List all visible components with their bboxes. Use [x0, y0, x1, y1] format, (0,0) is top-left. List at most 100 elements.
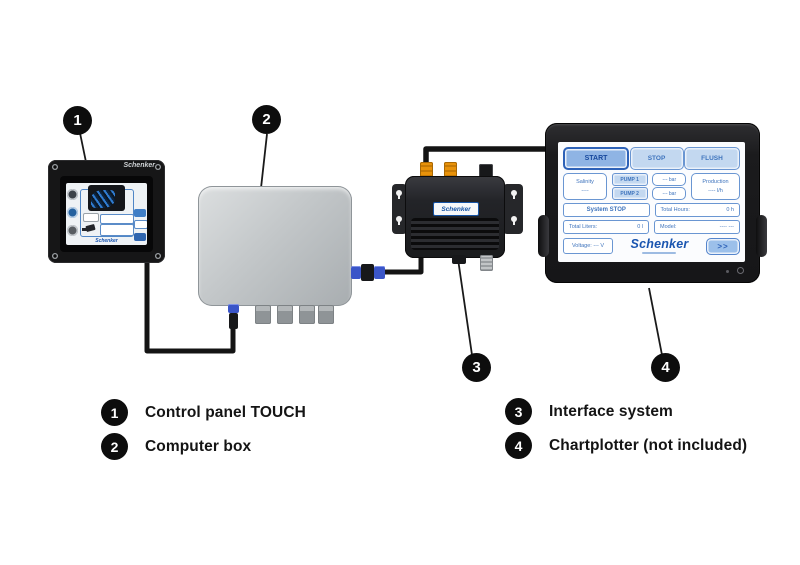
- total-hours-value: 0 h: [726, 207, 734, 213]
- interface-brand-label: Schenker: [433, 202, 479, 216]
- cable-panel-to-box: [144, 256, 236, 354]
- stop-button: STOP: [629, 147, 684, 170]
- mounting-flange: [392, 184, 407, 234]
- screen-counters-row: Total Liters: 0 l Model: ---- ---: [563, 220, 740, 234]
- legend-dot-4: 4: [505, 432, 532, 459]
- model-field: Model: ---- ---: [654, 220, 740, 234]
- nmea-connector-orange-icon: [444, 162, 457, 179]
- production-field: Production ---- l/h: [690, 173, 740, 200]
- chartplotter: START STOP FLUSH Salinity ---- PUMP 1 PU…: [538, 123, 767, 283]
- screen-status-row: System STOP Total Hours: 0 h: [563, 203, 740, 217]
- mount-knob-icon: [538, 215, 549, 257]
- legend-dot-2: 2: [101, 433, 128, 460]
- production-value: ---- l/h: [708, 187, 723, 194]
- watermaker-image: [88, 185, 125, 211]
- panel-secondary-button: [134, 220, 147, 229]
- screen-readout-row: Salinity ---- PUMP 1 PUMP 2 --- bar --- …: [563, 173, 740, 200]
- callout-4: 4: [651, 353, 680, 382]
- screw-icon: [52, 164, 58, 170]
- legend-item-2: 2 Computer box: [101, 433, 251, 460]
- faucet-spout-icon: [82, 228, 87, 231]
- screw-icon: [155, 164, 161, 170]
- pump1-pressure: --- bar: [652, 173, 687, 186]
- callout-1: 1: [63, 106, 92, 135]
- panel-ok-button: [134, 233, 146, 241]
- model-value: ---- ---: [719, 224, 734, 230]
- cable-gland-icon: [255, 305, 271, 324]
- system-status-field: System STOP: [563, 203, 650, 217]
- callout-3-number: 3: [472, 359, 481, 376]
- computer-box: [198, 186, 385, 329]
- screen-button-row: START STOP FLUSH: [563, 147, 740, 170]
- keyhole-icon: [396, 216, 402, 225]
- side-connector-body-icon: [361, 264, 374, 281]
- pump-buttons: PUMP 1 PUMP 2: [611, 173, 648, 200]
- legend-label-3: Interface system: [549, 402, 673, 420]
- total-liters-field: Total Liters: 0 l: [563, 220, 649, 234]
- next-page-button: >>: [705, 237, 740, 255]
- callout-4-number: 4: [661, 359, 670, 376]
- status-led-icon: [726, 270, 729, 273]
- schenker-logo: Schenker: [631, 238, 689, 254]
- bottom-connector-metal-icon: [480, 255, 493, 271]
- legend-item-1: 1 Control panel TOUCH: [101, 399, 306, 426]
- total-liters-label: Total Liters:: [569, 224, 598, 230]
- screw-icon: [52, 253, 58, 259]
- impeller-icon: [91, 190, 115, 208]
- panel-menu-button: [134, 209, 146, 217]
- total-liters-value: 0 l: [637, 224, 643, 230]
- panel-brand-logo: Schenker: [123, 162, 155, 169]
- cable-interface-to-plotter: [423, 146, 552, 168]
- legend-item-4: 4 Chartplotter (not included): [505, 432, 747, 459]
- panel-round-button-icon: [67, 189, 78, 200]
- vent-ribs: [411, 218, 499, 250]
- mount-knob-icon: [756, 215, 767, 257]
- nmea-connector-orange-icon: [420, 162, 433, 179]
- pump2-pressure: --- bar: [652, 187, 687, 200]
- panel-mini-field: [83, 213, 99, 222]
- model-label: Model:: [660, 224, 677, 230]
- legend-dot-1: 1: [101, 399, 128, 426]
- pump1-button: PUMP 1: [611, 173, 648, 186]
- leader-line-3: [457, 258, 473, 356]
- legend-label-4: Chartplotter (not included): [549, 436, 748, 454]
- cable-gland-icon: [277, 305, 293, 324]
- power-button-icon: [737, 267, 744, 274]
- callout-3: 3: [462, 353, 491, 382]
- legend-label-1: Control panel TOUCH: [145, 403, 306, 421]
- flush-button: FLUSH: [684, 147, 740, 170]
- cable-gland-icon: [299, 305, 315, 324]
- interface-body: Schenker: [405, 176, 505, 258]
- legend-label-2: Computer box: [145, 437, 252, 455]
- screw-icon: [155, 253, 161, 259]
- total-hours-field: Total Hours: 0 h: [654, 203, 740, 217]
- callout-1-number: 1: [73, 112, 82, 129]
- side-connector-blue-icon: [374, 266, 385, 279]
- voltage-field: Voltage: --- V: [563, 238, 613, 254]
- mounting-flange: [503, 184, 523, 234]
- cable-gland-icon: [318, 305, 334, 324]
- total-hours-label: Total Hours:: [660, 207, 690, 213]
- top-connector-black-icon: [479, 164, 493, 179]
- schenker-tagline-bar: [642, 251, 677, 254]
- callout-2: 2: [252, 105, 281, 134]
- panel-round-button-icon: [67, 225, 78, 236]
- panel-message-field: [100, 224, 134, 236]
- legend-dot-3: 3: [505, 398, 532, 425]
- salinity-field: Salinity ----: [563, 173, 607, 200]
- cable-connector-blue-icon: [228, 304, 239, 313]
- cable-plug-icon: [229, 313, 238, 329]
- schenker-wordmark: Schenker: [630, 237, 689, 252]
- leader-line-2: [260, 133, 268, 189]
- legend-item-3: 3 Interface system: [505, 398, 673, 425]
- pump2-button: PUMP 2: [611, 187, 648, 200]
- leader-line-4: [648, 287, 663, 356]
- keyhole-icon: [511, 216, 517, 225]
- callout-2-number: 2: [262, 111, 271, 128]
- leader-line-1: [79, 132, 87, 163]
- panel-round-button-icon: [67, 207, 78, 218]
- panel-screen-bezel: Schenker: [60, 176, 153, 252]
- salinity-value: ----: [581, 187, 589, 194]
